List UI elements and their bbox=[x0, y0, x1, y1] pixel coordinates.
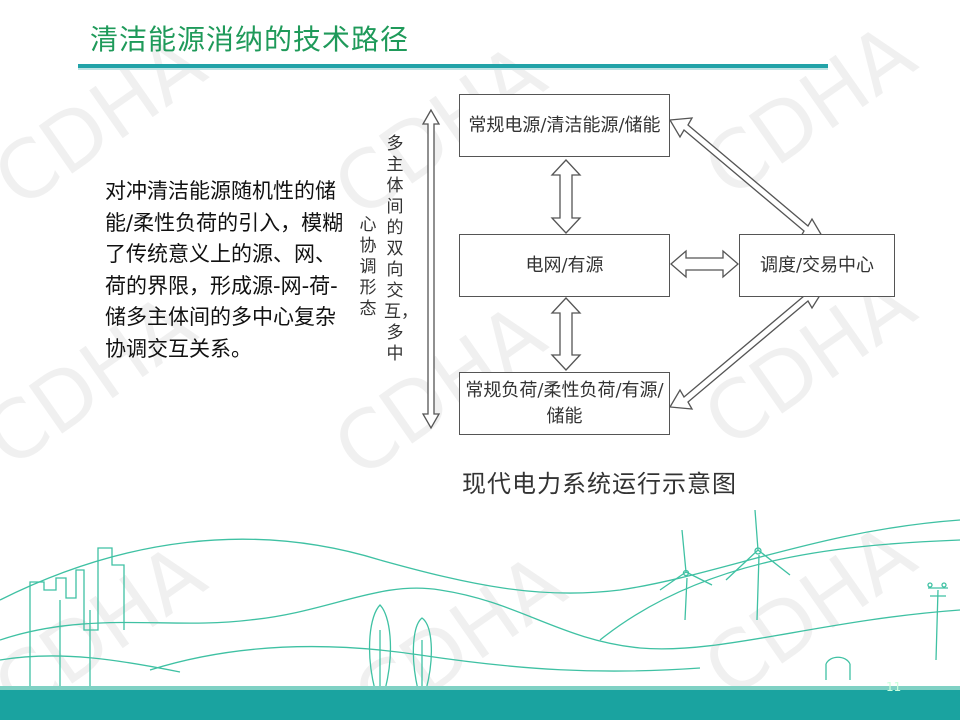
source-grid-arrow bbox=[550, 159, 582, 234]
box-dispatch: 调度/交易中心 bbox=[739, 234, 895, 297]
box-grid: 电网/有源 bbox=[459, 234, 670, 297]
grid-dispatch-arrow bbox=[670, 249, 739, 279]
vertical-label-left: 心协调形态 bbox=[359, 215, 377, 319]
vertical-label-right: 多主体间的双向交互，多中 bbox=[384, 134, 418, 364]
title-underline-shadow bbox=[78, 68, 828, 70]
box-load: 常规负荷/柔性负荷/有源/储能 bbox=[459, 372, 670, 435]
title-underline bbox=[78, 64, 828, 68]
landscape-illustration bbox=[0, 509, 960, 691]
vertical-double-arrow bbox=[421, 108, 441, 430]
diagram-caption: 现代电力系统运行示意图 bbox=[462, 470, 737, 498]
body-paragraph: 对冲清洁能源随机性的储能/柔性负荷的引入，模糊了传统意义上的源、网、荷的界限，形… bbox=[105, 179, 344, 361]
grid-load-arrow bbox=[550, 297, 582, 371]
slide-title: 清洁能源消纳的技术路径 bbox=[90, 23, 410, 56]
footer-band bbox=[0, 690, 960, 720]
footer-band-highlight bbox=[0, 686, 960, 690]
box-source: 常规电源/清洁能源/储能 bbox=[459, 94, 670, 157]
page-number: 11 bbox=[886, 680, 902, 694]
watermark: CDHA bbox=[688, 6, 932, 216]
diagram-arrows bbox=[421, 108, 824, 430]
